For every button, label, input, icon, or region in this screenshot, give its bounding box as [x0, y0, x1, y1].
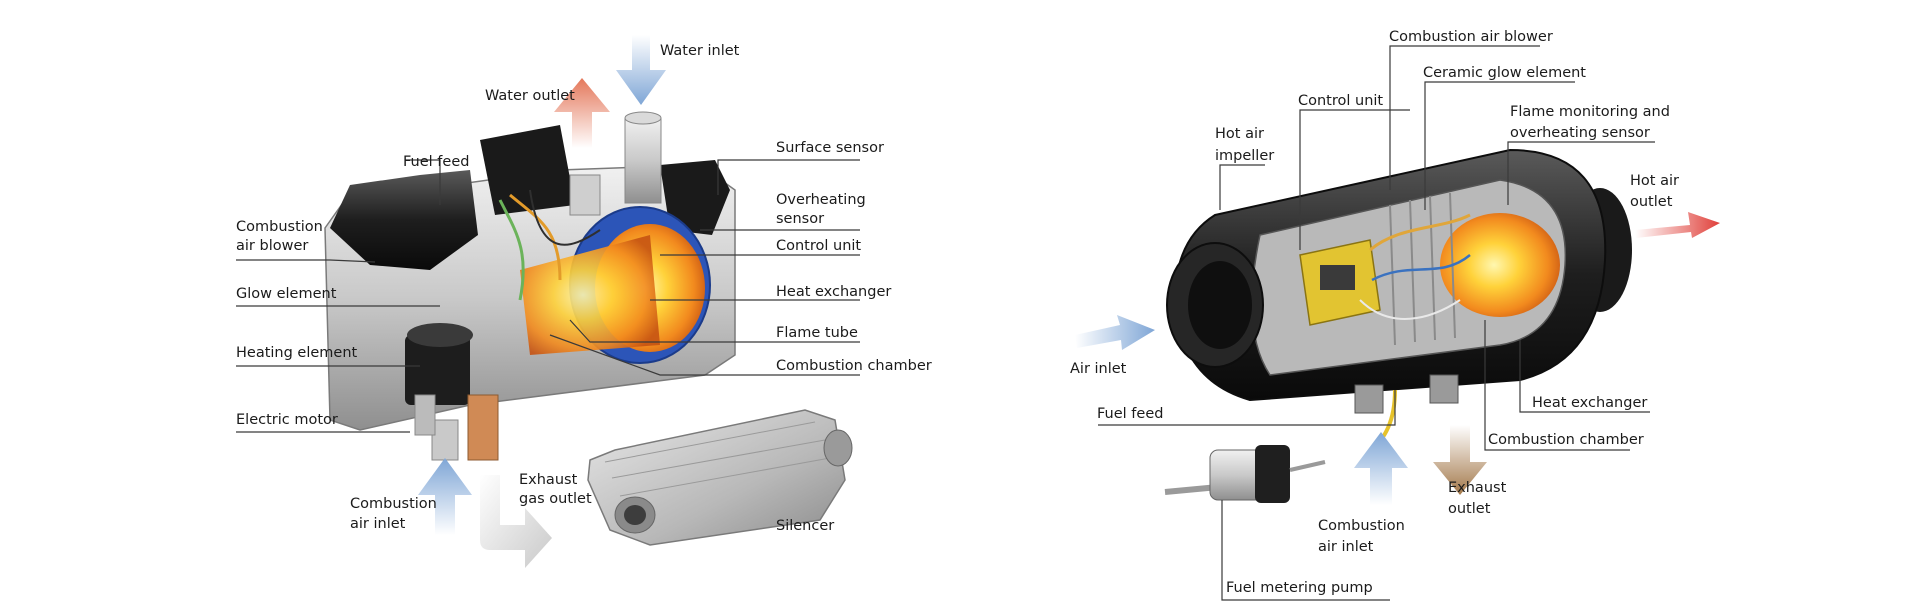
label-combustion-chamber-right: Combustion chamber	[1488, 432, 1644, 448]
fuel-metering-pump-illustration	[1164, 445, 1326, 503]
label-water-outlet: Water outlet	[485, 88, 575, 104]
air-inlet-arrow-icon	[1075, 315, 1155, 350]
label-control-unit: Control unit	[776, 238, 861, 254]
label-ceramic-glow-element: Ceramic glow element	[1423, 65, 1586, 81]
label-combustion-air-blower-2: air blower	[236, 238, 308, 254]
right-combustion-air-inlet-arrow-icon	[1354, 432, 1408, 505]
label-overheating-sensor-2: sensor	[776, 211, 824, 227]
label-combustion-chamber: Combustion chamber	[776, 358, 932, 374]
label-exhaust-outlet-2: outlet	[1448, 501, 1491, 517]
hot-air-outlet-arrow-icon	[1635, 212, 1720, 238]
left-leader-lines	[236, 159, 860, 433]
label-flame-monitoring-2: overheating sensor	[1510, 125, 1650, 141]
label-fuel-metering-pump: Fuel metering pump	[1226, 580, 1373, 596]
label-exhaust-gas-outlet-1: Exhaust	[519, 472, 578, 488]
label-air-inlet: Air inlet	[1070, 361, 1127, 377]
label-combustion-air-inlet-2: air inlet	[350, 516, 406, 532]
label-hot-air-impeller-2: impeller	[1215, 148, 1274, 164]
right-exhaust-outlet-arrow-icon	[1433, 425, 1487, 495]
right-leader-lines	[1098, 45, 1655, 601]
label-water-inlet: Water inlet	[660, 43, 740, 59]
label-heat-exchanger-right: Heat exchanger	[1532, 395, 1647, 411]
combustion-air-inlet-arrow-icon	[418, 458, 472, 535]
air-heater-illustration	[1166, 148, 1632, 452]
label-control-unit-right: Control unit	[1298, 93, 1383, 109]
left-labels: Water inlet Water outlet Fuel feed Surfa…	[236, 43, 932, 534]
water-outlet-arrow-icon	[554, 78, 610, 148]
label-silencer: Silencer	[776, 518, 834, 534]
water-heater-illustration	[324, 111, 736, 461]
label-exhaust-outlet-1: Exhaust	[1448, 480, 1507, 496]
label-combustion-air-blower-1: Combustion	[236, 219, 323, 235]
label-combustion-air-inlet-1: Combustion	[350, 496, 437, 512]
label-fuel-feed: Fuel feed	[403, 154, 469, 170]
label-hot-air-outlet-2: outlet	[1630, 194, 1673, 210]
label-fuel-feed-right: Fuel feed	[1097, 406, 1163, 422]
right-labels: Combustion air blower Ceramic glow eleme…	[1070, 29, 1679, 596]
exhaust-outlet-arrow-icon	[480, 475, 552, 568]
label-electric-motor: Electric motor	[236, 412, 338, 428]
label-hot-air-impeller-1: Hot air	[1215, 126, 1264, 142]
label-overheating-sensor-1: Overheating	[776, 192, 866, 208]
label-flame-monitoring-1: Flame monitoring and	[1510, 104, 1670, 120]
label-combustion-air-inlet-right-1: Combustion	[1318, 518, 1405, 534]
label-surface-sensor: Surface sensor	[776, 140, 884, 156]
silencer-illustration	[587, 409, 853, 546]
label-heat-exchanger: Heat exchanger	[776, 284, 891, 300]
label-combustion-air-blower: Combustion air blower	[1389, 29, 1553, 45]
label-flame-tube: Flame tube	[776, 325, 858, 341]
water-inlet-arrow-icon	[616, 35, 666, 105]
label-hot-air-outlet-1: Hot air	[1630, 173, 1679, 189]
label-exhaust-gas-outlet-2: gas outlet	[519, 491, 592, 507]
label-glow-element: Glow element	[236, 286, 337, 302]
label-heating-element: Heating element	[236, 345, 358, 361]
label-combustion-air-inlet-right-2: air inlet	[1318, 539, 1374, 555]
